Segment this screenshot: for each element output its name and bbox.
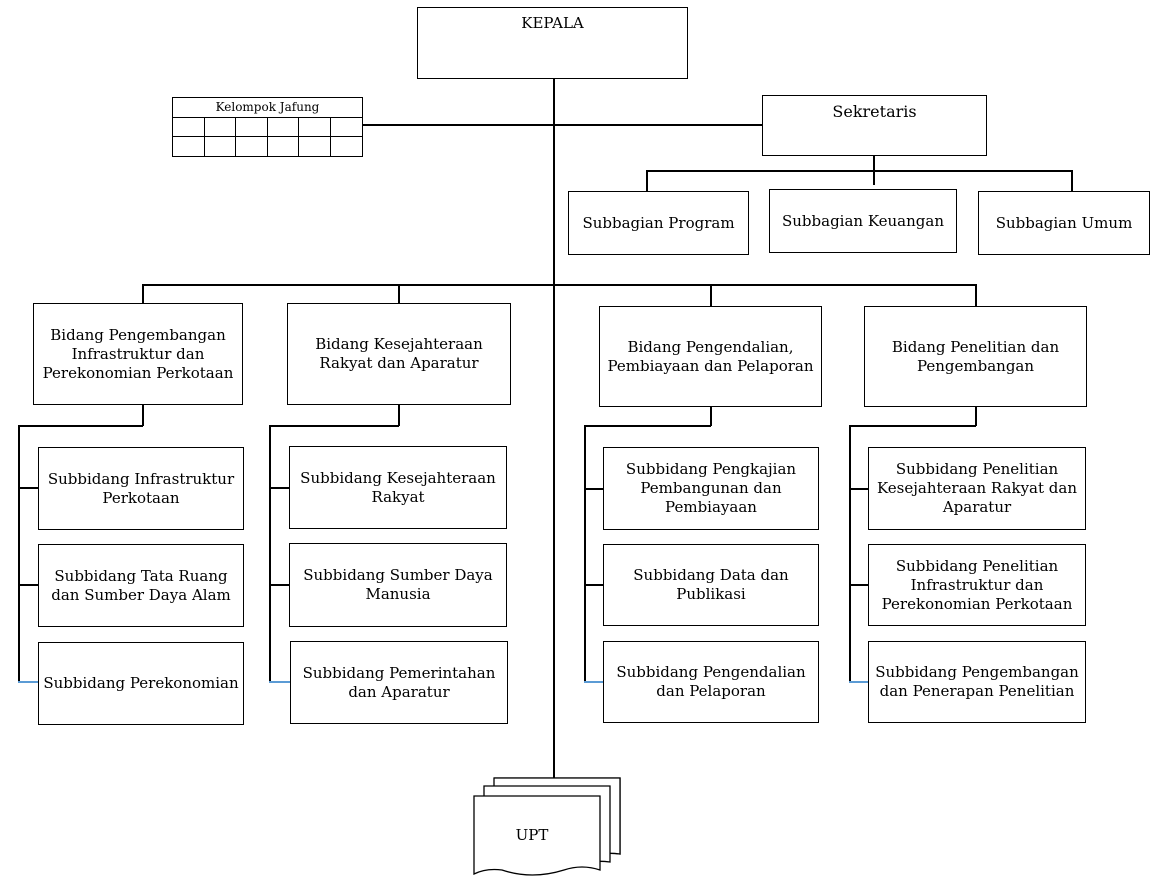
division-tick bbox=[975, 284, 977, 306]
subdivision-box: Subbidang Kesejahteraan Rakyat bbox=[289, 446, 507, 529]
subdivision-box: Subbidang Tata Ruang dan Sumber Daya Ala… bbox=[38, 544, 244, 627]
secretariat-unit-label: Subbagian Program bbox=[582, 213, 735, 232]
branch-stub bbox=[18, 584, 39, 586]
functional-group-table: Kelompok Jafung bbox=[172, 97, 363, 157]
branch-bar bbox=[18, 425, 143, 427]
secretariat-unit-box: Subbagian Umum bbox=[978, 191, 1150, 255]
branch-rail bbox=[18, 425, 20, 682]
divisions-bar bbox=[142, 284, 976, 286]
division-drop-line bbox=[398, 404, 400, 426]
head-label: KEPALA bbox=[521, 14, 584, 32]
branch-stub bbox=[269, 681, 290, 683]
branch-stub bbox=[584, 584, 604, 586]
subdivision-box: Subbidang Pengembangan dan Penerapan Pen… bbox=[868, 641, 1086, 723]
subdivision-label: Subbidang Pengkajian Pembangunan dan Pem… bbox=[625, 460, 797, 516]
branch-stub bbox=[584, 681, 604, 683]
branch-rail bbox=[584, 425, 586, 682]
secretariat-unit-label: Subbagian Umum bbox=[995, 213, 1133, 232]
subdivision-box: Subbidang Pemerintahan dan Aparatur bbox=[290, 641, 508, 724]
branch-stub bbox=[18, 681, 39, 683]
head-box: KEPALA bbox=[417, 7, 688, 79]
subdivision-box: Subbidang Sumber Daya Manusia bbox=[289, 543, 507, 627]
secretariat-unit-label: Subbagian Keuangan bbox=[781, 211, 944, 230]
branch-stub bbox=[18, 487, 39, 489]
subdivision-label: Subbidang Kesejahteraan Rakyat bbox=[300, 468, 496, 506]
secretariat-unit-box: Subbagian Program bbox=[568, 191, 749, 255]
branch-stub bbox=[269, 487, 290, 489]
subdivision-box: Subbidang Penelitian Kesejahteraan Rakya… bbox=[868, 447, 1086, 530]
staff-line bbox=[363, 124, 762, 126]
secretariat-unit-box: Subbagian Keuangan bbox=[769, 189, 957, 253]
division-label: Bidang Penelitian dan Pengembangan bbox=[891, 337, 1060, 375]
subdivision-label: Subbidang Penelitian Infrastruktur dan P… bbox=[881, 556, 1073, 613]
secretariat-tick bbox=[1071, 170, 1073, 191]
subdivision-label: Subbidang Pengendalian dan Pelaporan bbox=[616, 663, 806, 700]
subdivision-box: Subbidang Pengkajian Pembangunan dan Pem… bbox=[603, 447, 819, 530]
division-drop-line bbox=[142, 404, 144, 426]
subdivision-label: Subbidang Pemerintahan dan Aparatur bbox=[302, 663, 496, 701]
branch-rail bbox=[849, 425, 851, 682]
division-label: Bidang Pengendalian, Pembiayaan dan Pela… bbox=[607, 337, 814, 375]
branch-bar bbox=[584, 425, 711, 427]
subdivision-label: Subbidang Infrastruktur Perkotaan bbox=[47, 469, 235, 507]
multi-document-icon bbox=[473, 777, 621, 876]
functional-group-grid bbox=[173, 118, 362, 156]
branch-bar bbox=[269, 425, 399, 427]
branch-rail bbox=[269, 425, 271, 682]
secretary-label: Sekretaris bbox=[832, 102, 917, 121]
secretary-box: Sekretaris bbox=[762, 95, 987, 156]
subdivision-box: Subbidang Perekonomian bbox=[38, 642, 244, 725]
division-tick bbox=[710, 284, 712, 306]
secretariat-tick bbox=[646, 170, 648, 191]
subdivision-label: Subbidang Data dan Publikasi bbox=[633, 566, 789, 603]
branch-stub bbox=[849, 488, 869, 490]
branch-stub bbox=[269, 584, 290, 586]
branch-stub bbox=[849, 681, 869, 683]
subdivision-label: Subbidang Penelitian Kesejahteraan Rakya… bbox=[877, 460, 1077, 516]
division-drop-line bbox=[975, 406, 977, 426]
technical-unit-label: UPT bbox=[515, 826, 549, 844]
subdivision-box: Subbidang Pengendalian dan Pelaporan bbox=[603, 641, 819, 723]
functional-group-label: Kelompok Jafung bbox=[173, 98, 362, 118]
spine-line bbox=[553, 78, 555, 786]
division-label: Bidang Kesejahteraan Rakyat dan Aparatur bbox=[315, 335, 483, 372]
subdivision-box: Subbidang Penelitian Infrastruktur dan P… bbox=[868, 544, 1086, 626]
secretariat-bar bbox=[646, 170, 1072, 172]
division-tick bbox=[142, 284, 144, 303]
branch-stub bbox=[584, 488, 604, 490]
branch-stub bbox=[849, 584, 869, 586]
subdivision-label: Subbidang Perekonomian bbox=[43, 674, 239, 692]
division-label: Bidang Pengembangan Infrastruktur dan Pe… bbox=[42, 325, 234, 382]
subdivision-label: Subbidang Sumber Daya Manusia bbox=[303, 566, 493, 603]
division-drop-line bbox=[710, 406, 712, 426]
division-tick bbox=[398, 284, 400, 303]
division-box: Bidang Pengendalian, Pembiayaan dan Pela… bbox=[599, 306, 822, 407]
division-box: Bidang Pengembangan Infrastruktur dan Pe… bbox=[33, 303, 243, 405]
subdivision-box: Subbidang Data dan Publikasi bbox=[603, 544, 819, 626]
division-box: Bidang Penelitian dan Pengembangan bbox=[864, 306, 1087, 407]
subdivision-label: Subbidang Pengembangan dan Penerapan Pen… bbox=[875, 663, 1079, 700]
branch-bar bbox=[849, 425, 976, 427]
subdivision-label: Subbidang Tata Ruang dan Sumber Daya Ala… bbox=[51, 566, 231, 604]
division-box: Bidang Kesejahteraan Rakyat dan Aparatur bbox=[287, 303, 511, 405]
subdivision-box: Subbidang Infrastruktur Perkotaan bbox=[38, 447, 244, 530]
